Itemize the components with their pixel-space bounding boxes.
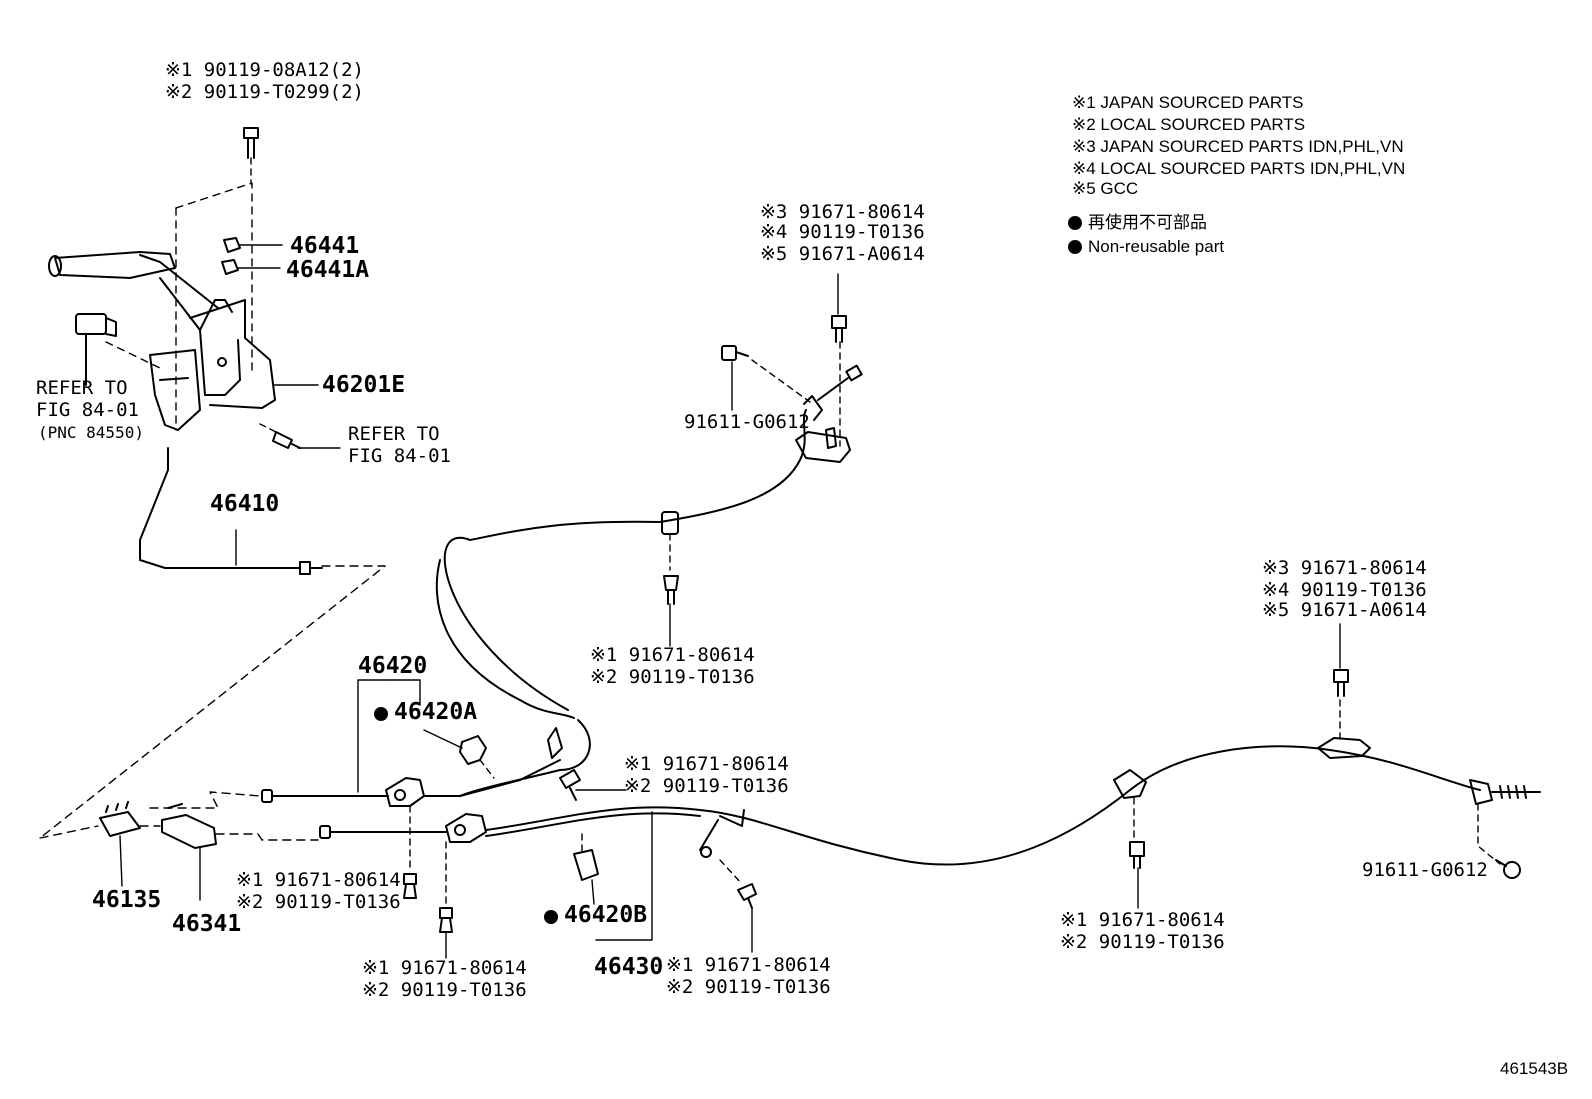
legend-note-5: ※5 GCC (1072, 179, 1139, 198)
label-46135: 46135 (92, 887, 162, 913)
label-refer-mid-2: FIG 84-01 (348, 445, 451, 467)
label-bl-bolt-2: ※2 90119-T0136 (236, 891, 401, 913)
label-ur-bolt-3: ※3 91671-80614 (760, 201, 925, 223)
legend-note-2: ※2 LOCAL SOURCED PARTS (1072, 115, 1306, 134)
label-rr-bolt-5: ※5 91671-A0614 (1262, 599, 1427, 621)
right-rear-cable-46430 (319, 623, 1541, 959)
label-46410: 46410 (210, 491, 280, 517)
label-ur-bolt-5: ※5 91671-A0614 (760, 243, 925, 265)
label-rr-bolt-3: ※3 91671-80614 (1262, 557, 1427, 579)
label-ur-bolt-4: ※4 90119-T0136 (760, 221, 925, 243)
label-91611-top: 91611-G0612 (684, 411, 810, 433)
nonreusable-dot-icon (544, 910, 558, 924)
label-bb-bolt-2: ※2 90119-T0136 (362, 979, 527, 1001)
label-top-bolt-1: ※1 90119-08A12(2) (165, 59, 364, 81)
equalizer-parts (39, 791, 319, 901)
label-bc-bolt-2: ※2 90119-T0136 (666, 976, 831, 998)
label-br-bolt-1: ※1 91671-80614 (1060, 909, 1225, 931)
legend-note-4: ※4 LOCAL SOURCED PARTS IDN,PHL,VN (1072, 159, 1406, 178)
label-refer-left-3: (PNC 84550) (38, 423, 144, 442)
label-mid-bolt-1: ※1 91671-80614 (590, 644, 755, 666)
left-rear-cable-46420 (261, 520, 661, 899)
label-46420a: 46420A (374, 700, 477, 725)
label-46441: 46441 (290, 233, 360, 259)
nonreusable-dot-icon (1068, 240, 1082, 254)
label-rr-bolt-4: ※4 90119-T0136 (1262, 579, 1427, 601)
label-refer-mid-1: REFER TO (348, 423, 440, 445)
label-46430: 46430 (594, 954, 664, 980)
label-46341: 46341 (172, 911, 242, 937)
label-refer-left-2: FIG 84-01 (36, 399, 139, 421)
legend-nonreuse-en: Non-reusable part (1068, 236, 1224, 257)
parking-brake-lever-assembly (48, 127, 341, 449)
nonreusable-dot-icon (374, 707, 388, 721)
label-br-bolt-2: ※2 90119-T0136 (1060, 931, 1225, 953)
label-refer-left-1: REFER TO (36, 377, 128, 399)
label-c-bolt-1: ※1 91671-80614 (624, 753, 789, 775)
label-46420b: 46420B (544, 903, 647, 928)
label-bc-bolt-1: ※1 91671-80614 (666, 954, 831, 976)
legend-note-3: ※3 JAPAN SOURCED PARTS IDN,PHL,VN (1072, 137, 1404, 156)
legend-nonreuse-jp: 再使用不可部品 (1068, 212, 1207, 233)
front-left-cable-route (659, 273, 863, 647)
label-46420: 46420 (358, 653, 428, 679)
figure-id: 461543B (1500, 1059, 1569, 1078)
nonreusable-dot-icon (1068, 216, 1082, 230)
label-91611-right: 91611-G0612 (1362, 859, 1488, 881)
front-cable-46410 (39, 447, 386, 839)
label-c-bolt-2: ※2 90119-T0136 (624, 775, 789, 797)
label-top-bolt-2: ※2 90119-T0299(2) (165, 81, 364, 103)
label-bl-bolt-1: ※1 91671-80614 (236, 869, 401, 891)
legend-note-1: ※1 JAPAN SOURCED PARTS (1072, 93, 1304, 112)
label-mid-bolt-2: ※2 90119-T0136 (590, 666, 755, 688)
label-46441a: 46441A (286, 257, 370, 283)
label-46201e: 46201E (322, 372, 406, 398)
label-bb-bolt-1: ※1 91671-80614 (362, 957, 527, 979)
